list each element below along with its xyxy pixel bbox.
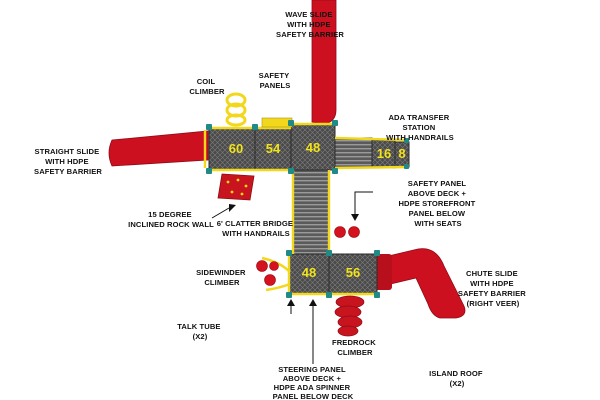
clatter-bridge	[292, 169, 330, 255]
label-talk-tube: TALK TUBE (X2)	[177, 322, 223, 341]
label-fredrock: FREDROCK CLIMBER	[332, 338, 378, 357]
label-chute-slide: CHUTE SLIDE WITH HDPE SAFETY BARRIER (RI…	[458, 269, 528, 308]
label-island-roof: ISLAND ROOF (X2)	[429, 369, 485, 388]
sidewinder-climber	[256, 256, 291, 292]
label-rock-wall: 15 DEGREE INCLINED ROCK WALL	[128, 210, 214, 229]
deck-height-48-bottom: 48	[302, 265, 316, 280]
fredrock-climber	[334, 295, 365, 337]
deck-48-bottom	[288, 253, 330, 295]
deck-56	[328, 253, 378, 295]
label-safety-panels: SAFETY PANELS	[259, 71, 292, 90]
deck-height-54: 54	[266, 141, 281, 156]
safety-panels	[261, 117, 293, 128]
support-posts	[206, 120, 409, 298]
deck-height-8: 8	[398, 146, 405, 161]
talk-tube-bells	[334, 226, 360, 238]
label-steering-panel: STEERING PANEL ABOVE DECK + HDPE ADA SPI…	[273, 365, 354, 400]
chute-slide	[379, 248, 466, 319]
coil-climber	[225, 92, 247, 127]
straight-slide	[108, 130, 209, 167]
chute-slide-hood	[374, 254, 392, 290]
ada-transfer-ramp	[334, 137, 373, 169]
label-safety-panel-storefront: SAFETY PANEL ABOVE DECK + HDPE STOREFRON…	[398, 179, 477, 228]
label-clatter-bridge: 6' CLATTER BRIDGE WITH HANDRAILS	[217, 219, 296, 238]
rock-wall	[217, 173, 255, 201]
label-ada-transfer: ADA TRANSFER STATION WITH HANDRAILS	[386, 113, 454, 142]
label-coil-climber: COIL CLIMBER	[189, 77, 225, 96]
label-sidewinder: SIDEWINDER CLIMBER	[196, 268, 248, 287]
deck-height-56: 56	[346, 265, 360, 280]
label-straight-slide: STRAIGHT SLIDE WITH HDPE SAFETY BARRIER	[34, 147, 102, 176]
label-wave-slide: WAVE SLIDE WITH HDPE SAFETY BARRIER	[276, 10, 344, 39]
deck-height-48-top: 48	[306, 140, 320, 155]
deck-60	[208, 127, 256, 171]
deck-height-60: 60	[229, 141, 243, 156]
deck-height-16: 16	[377, 146, 391, 161]
leader-lines	[211, 191, 373, 364]
handrails	[203, 122, 410, 296]
